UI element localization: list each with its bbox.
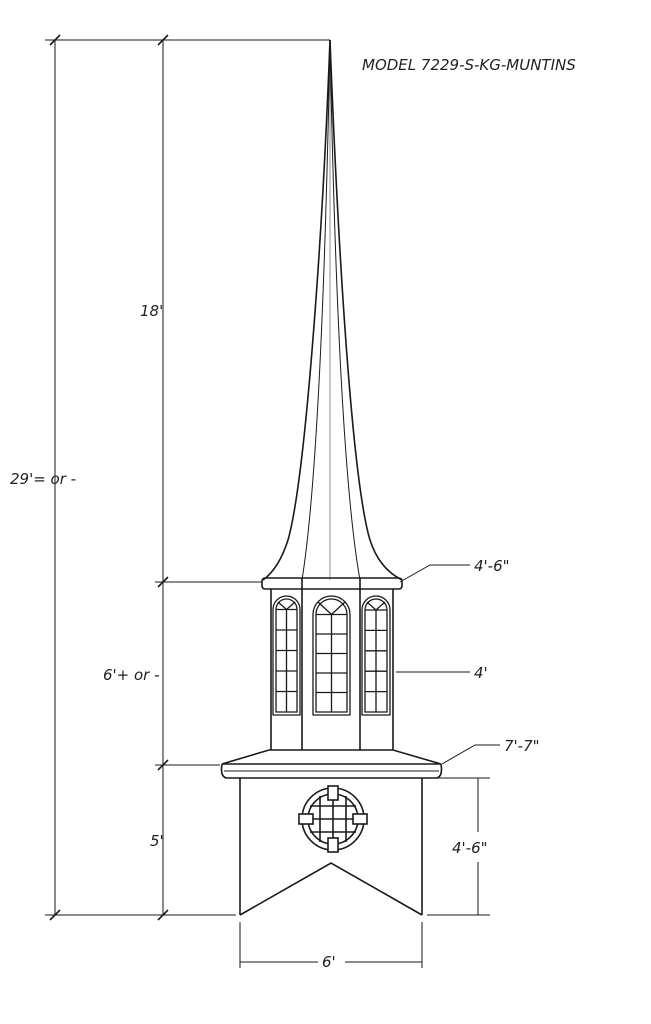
belfry bbox=[270, 589, 394, 750]
dimension-lines bbox=[45, 34, 500, 968]
overall-height-label: 29'= or - bbox=[10, 470, 76, 488]
arched-window bbox=[272, 595, 301, 716]
arched-window bbox=[361, 595, 391, 716]
base-width-label: 6' bbox=[322, 953, 336, 971]
spire bbox=[261, 39, 403, 590]
belfry-windows bbox=[272, 595, 391, 716]
belfry-width-label: 4' bbox=[474, 664, 488, 682]
model-title: MODEL 7229-S-KG-MUNTINS bbox=[362, 56, 576, 74]
roof-width-label: 7'-7" bbox=[504, 737, 540, 755]
belfry-height-label: 6'+ or - bbox=[103, 666, 160, 684]
base-height-label: 5' bbox=[150, 832, 164, 850]
base-side-height-label: 4'-6" bbox=[452, 839, 488, 857]
base-roof bbox=[220, 749, 443, 779]
spire-height-label: 18' bbox=[140, 302, 163, 320]
arched-window bbox=[312, 595, 351, 716]
round-window bbox=[298, 785, 368, 853]
spire-base-width-label: 4'-6" bbox=[474, 557, 510, 575]
base-box bbox=[239, 778, 423, 916]
